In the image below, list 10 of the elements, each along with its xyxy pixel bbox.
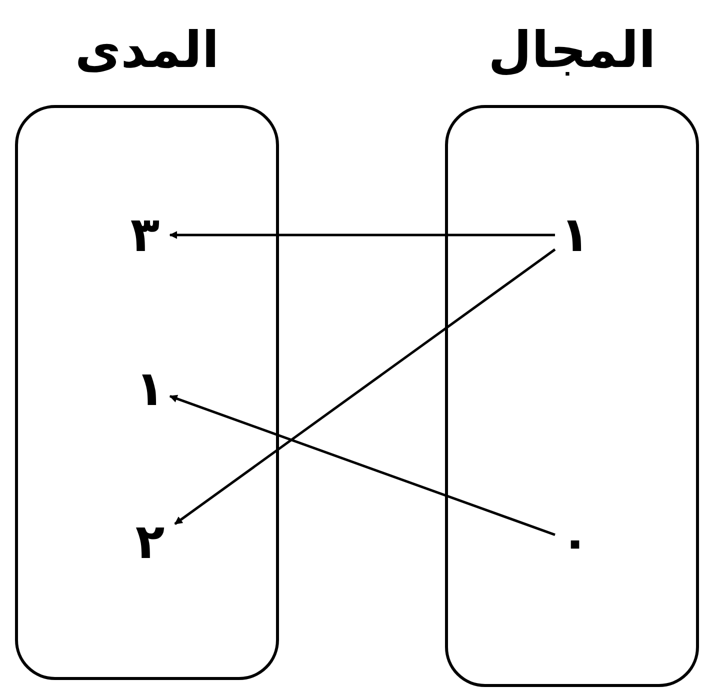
set-element: ١: [130, 362, 170, 416]
set-element: ٠: [555, 515, 595, 569]
set-title: المدى: [74, 20, 220, 81]
arrow: [169, 394, 556, 536]
arrow: [174, 248, 556, 525]
set-element: ١: [555, 208, 595, 262]
arrow: [169, 231, 555, 239]
set-element: ٢: [125, 515, 175, 569]
set-element: ٣: [120, 208, 170, 262]
set-title: المجال: [487, 20, 657, 81]
